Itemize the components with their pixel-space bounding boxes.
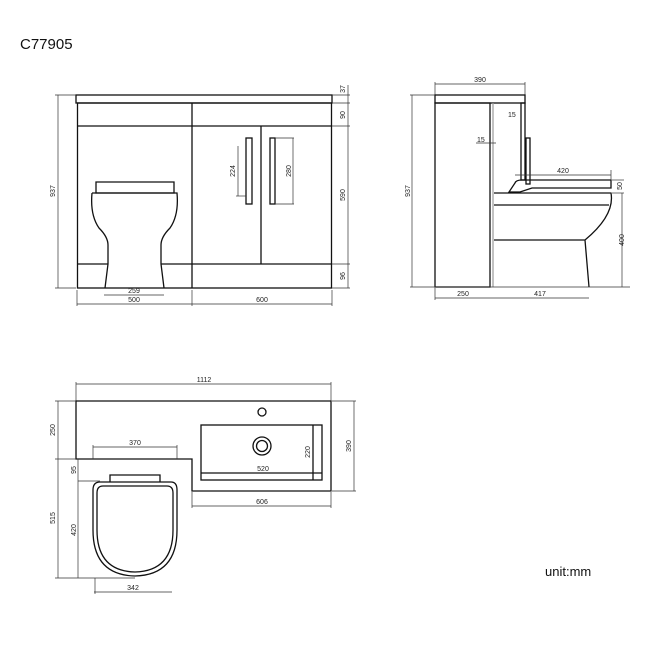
dim-unit-depth: 390: [346, 440, 353, 452]
side-countertop: [434, 94, 526, 104]
side-door-panel: [520, 102, 526, 181]
dim-toilet-section: 500: [128, 297, 140, 304]
cabinet-body: [76, 102, 333, 289]
dim-front-height: 937: [50, 185, 57, 197]
dim-seat-width-top: 370: [129, 440, 141, 447]
dim-side-height: 937: [405, 185, 412, 197]
dim-seat-width: 342: [127, 585, 139, 592]
dim-pan-height: 400: [619, 234, 626, 246]
toilet-front: [91, 192, 178, 289]
top-view: 1112 520 220 370 342 250 515 95 420 390: [50, 377, 356, 594]
side-handle: [525, 137, 531, 185]
door-handle-right: [269, 137, 276, 205]
unit-label: unit:mm: [545, 564, 592, 579]
tap-hole: [257, 407, 267, 417]
front-view: 937 37 90 590 96 224 280 259 500 600: [50, 85, 350, 306]
dim-side-depth: 390: [474, 77, 486, 84]
dim-handle-length: 280: [286, 165, 293, 177]
dim-seat-offset: 95: [71, 466, 78, 474]
product-code: C77905: [20, 36, 73, 53]
dim-drawer-rail: 90: [340, 111, 347, 119]
top-outline: [75, 400, 332, 492]
dim-panel-b: 15: [477, 137, 485, 144]
dim-basin-width: 520: [257, 466, 269, 473]
dim-plinth: 96: [340, 272, 347, 280]
dim-vanity-width: 600: [256, 297, 268, 304]
toilet-hinge: [109, 474, 161, 482]
dim-vanity-width-top: 606: [256, 499, 268, 506]
dim-handle-centers: 224: [230, 165, 237, 177]
dim-top-seat-length: 420: [71, 524, 78, 536]
toilet-cistern-lid: [95, 181, 175, 194]
side-cabinet: [434, 102, 491, 288]
dim-seat-thickness: 50: [617, 182, 624, 190]
drain: [252, 436, 272, 456]
side-view: 390 15 15 420 50 400 937 250 417: [405, 77, 630, 300]
dim-seat-length: 420: [557, 168, 569, 175]
dim-toilet-base: 259: [128, 288, 140, 295]
dim-door-height: 590: [340, 189, 347, 201]
dim-total-width: 1112: [197, 377, 212, 384]
toilet-seat-inner: [96, 485, 174, 573]
dim-basin-depth: 220: [305, 446, 312, 458]
dim-back-depth: 250: [457, 291, 469, 298]
dim-pan-projection: 417: [534, 291, 546, 298]
dim-panel-a: 15: [508, 112, 516, 119]
toilet-seat-top: [92, 481, 178, 577]
dim-top-back-depth: 250: [50, 424, 57, 436]
basin: [200, 424, 323, 481]
countertop: [75, 94, 333, 104]
dim-toilet-projection: 515: [50, 512, 57, 524]
side-seat: [507, 179, 612, 193]
dim-top-thickness: 37: [340, 85, 347, 93]
drain-inner: [255, 439, 269, 453]
side-pan: [494, 192, 613, 288]
door-handle-left: [245, 137, 253, 205]
